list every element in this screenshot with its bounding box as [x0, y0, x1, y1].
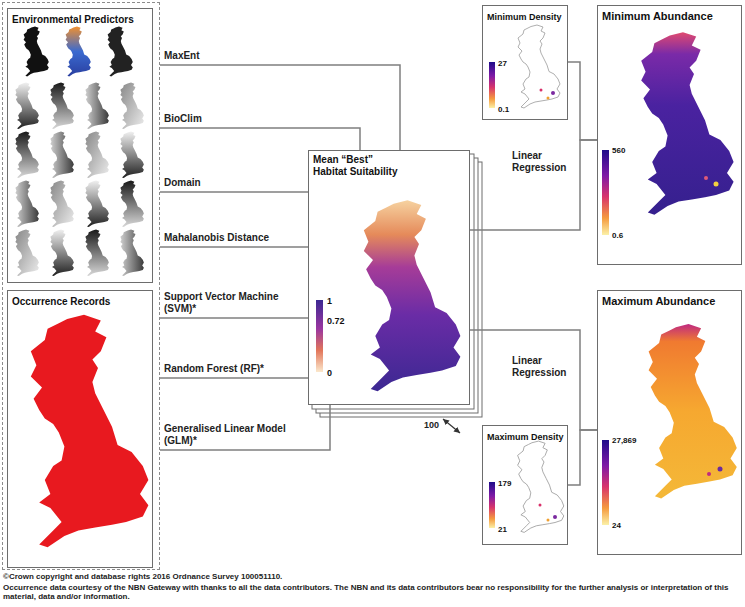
method-label: BioClim: [164, 113, 202, 125]
scale-value: 179: [498, 480, 511, 488]
map-panel: Minimum Density 27 0.1: [482, 5, 568, 120]
scale-value: 560: [612, 147, 625, 155]
predictor-map: [120, 181, 144, 227]
map-panel: Maximum Abundance 27,869 24: [597, 290, 742, 555]
colour-bar: [316, 300, 323, 372]
regression-label: Linear Regression: [512, 355, 574, 379]
map-panel: Occurrence Records: [7, 290, 153, 568]
connector: [160, 317, 308, 319]
method-label: Mahalanobis Distance: [164, 232, 269, 244]
predictor-map: [24, 27, 49, 77]
connector: [470, 330, 597, 430]
stack-arrow: [443, 419, 460, 433]
panel-title: Minimum Abundance: [602, 10, 713, 23]
map-panel: Environmental Predictors: [7, 8, 153, 283]
predictor-map: [108, 27, 133, 77]
panel-title: Occurrence Records: [12, 296, 110, 308]
colour-bar: [602, 150, 609, 235]
panel-title: Mean “Best” Habitat Suitability: [313, 154, 408, 177]
scale-value: 1: [327, 297, 332, 306]
connector: [160, 405, 330, 450]
connector: [160, 128, 360, 150]
density-dot: [551, 91, 555, 95]
predictor-map: [120, 83, 144, 129]
density-dot: [547, 97, 550, 100]
scale-value: 27,869: [612, 437, 636, 445]
density-dot: [539, 504, 542, 507]
panel-title: Maximum Density: [487, 432, 564, 442]
abundance-dot: [704, 176, 708, 180]
connector: [160, 65, 400, 150]
connector: [160, 191, 308, 193]
predictor-map: [85, 83, 109, 129]
map-panel: Minimum Abundance 560 0.6: [597, 5, 742, 265]
scale-value: 0.72: [327, 317, 345, 326]
occurrence-map: [31, 315, 149, 547]
connector: [568, 430, 597, 485]
copyright-note: ©Crown copyright and database rights 201…: [3, 572, 741, 581]
scale-value: 0.1: [498, 106, 509, 114]
predictor-map: [120, 132, 144, 178]
panel-title: Maximum Abundance: [602, 295, 715, 308]
method-label: Domain: [164, 177, 201, 189]
connector: [470, 140, 597, 230]
scale-value: 21: [498, 526, 507, 534]
regression-label: Linear Regression: [512, 150, 574, 174]
method-label: Random Forest (RF)*: [164, 363, 264, 375]
predictor-map: [85, 132, 109, 178]
predictor-map: [85, 181, 109, 227]
map-panel: Maximum Density 179 21: [482, 425, 568, 545]
density-dot: [547, 519, 550, 522]
panel-title: Minimum Density: [487, 12, 562, 22]
predictor-map: [15, 181, 39, 227]
predictor-map: [120, 230, 144, 276]
abundance-dot: [718, 467, 723, 472]
abundance-map: [641, 32, 733, 215]
method-label: MaxEnt: [164, 50, 200, 62]
density-dot: [553, 515, 557, 519]
scale-value: 0: [327, 369, 332, 378]
map-panel: Mean “Best” Habitat Suitability 1 0.72 0: [308, 150, 470, 405]
panel-title: Environmental Predictors: [12, 14, 134, 26]
stack-count: 100: [424, 420, 439, 430]
scale-value: 27: [498, 60, 507, 68]
abundance-dot: [707, 472, 711, 476]
connector: [160, 377, 308, 379]
predictor-map: [15, 132, 39, 178]
data-credit: Occurrence data courtesy of the NBN Gate…: [3, 583, 741, 601]
predictor-map: [50, 181, 74, 227]
connector: [160, 246, 308, 248]
abundance-map: [649, 324, 737, 498]
density-dot: [540, 89, 543, 92]
suitability-map: [364, 200, 461, 391]
colour-bar: [489, 62, 495, 108]
predictor-map: [15, 230, 39, 276]
density-map: [518, 25, 560, 108]
predictor-map: [15, 83, 39, 129]
abundance-dot: [714, 182, 719, 187]
panel-ground: [308, 150, 470, 405]
scale-value: 24: [612, 522, 621, 530]
predictor-map: [66, 27, 91, 77]
density-map: [518, 441, 564, 532]
group-box: Environmental PredictorsOccurrence Recor…: [2, 2, 160, 570]
connector: [568, 62, 597, 140]
method-label: Generalised Linear Model (GLM)*: [164, 423, 302, 447]
scale-value: 0.6: [612, 232, 623, 240]
predictor-map: [50, 132, 74, 178]
predictor-map: [50, 83, 74, 129]
colour-bar: [489, 482, 495, 528]
predictor-map: [50, 230, 74, 276]
method-label: Support Vector Machine (SVM)*: [164, 291, 302, 315]
predictor-map: [85, 230, 109, 276]
colour-bar: [602, 440, 609, 525]
